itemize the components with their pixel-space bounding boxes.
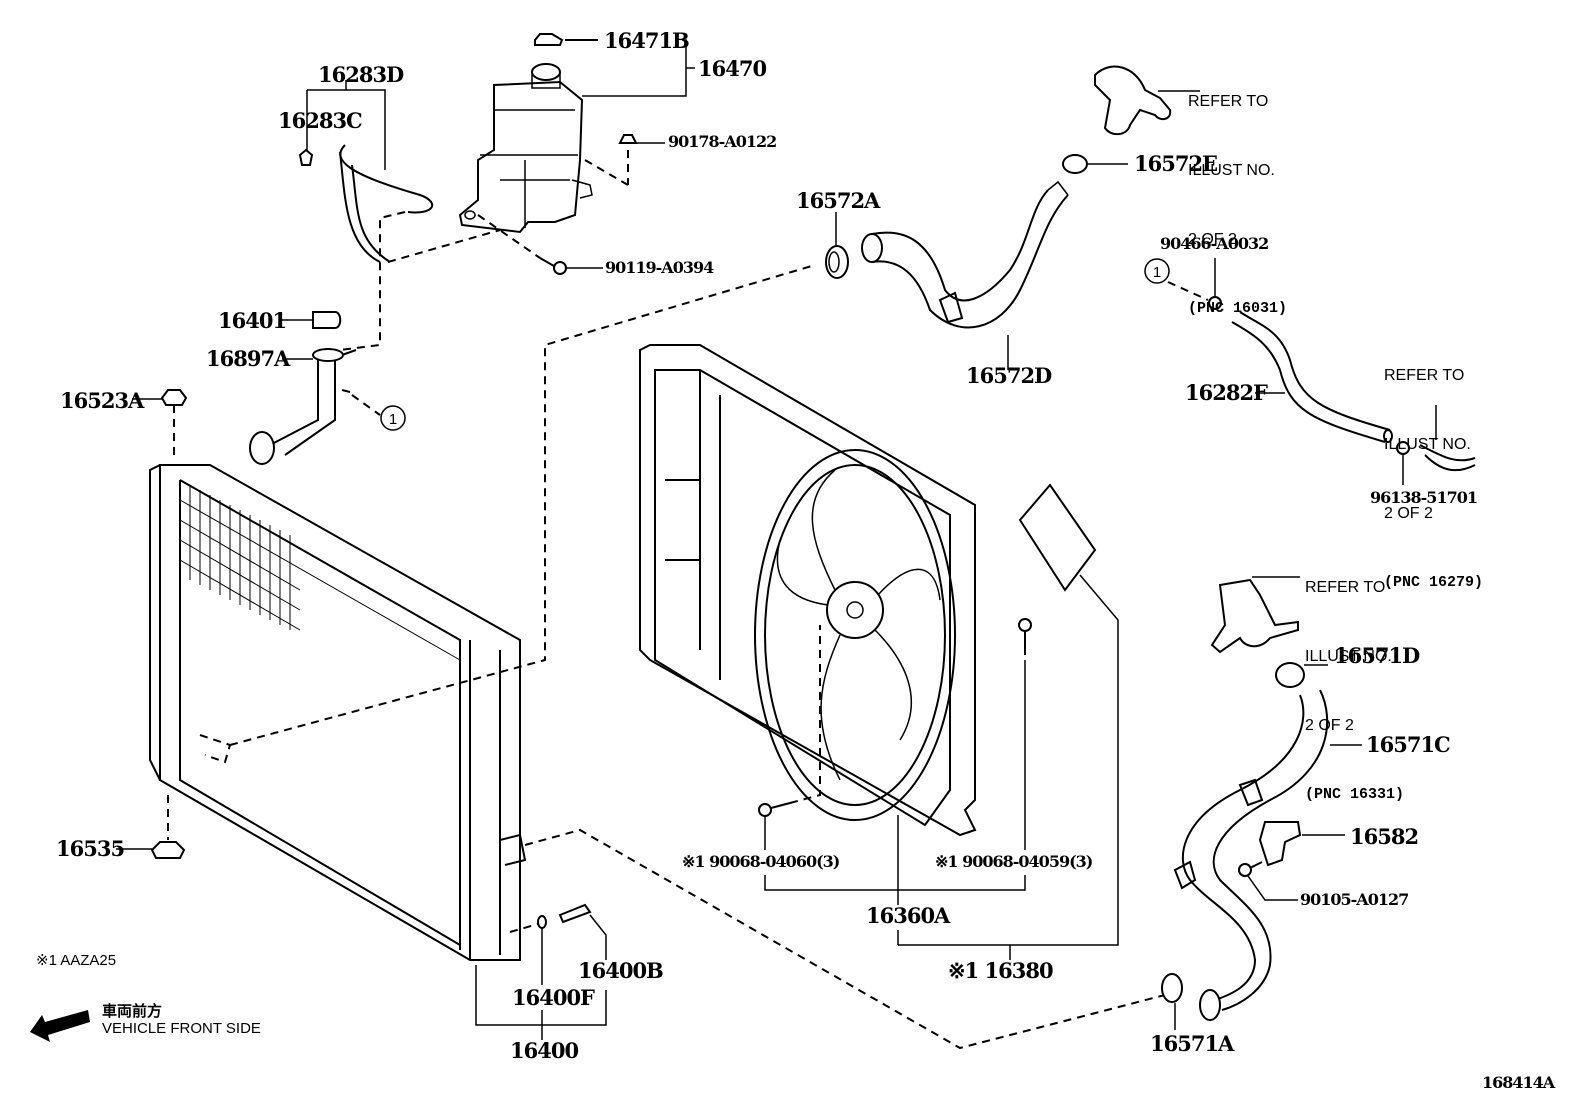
reservoir-tank[interactable] — [458, 63, 593, 234]
radiator-cap[interactable] — [280, 311, 342, 329]
fan-motor-pad[interactable] — [898, 483, 1119, 946]
svg-text:1: 1 — [1153, 264, 1161, 281]
ref-line1: REFER TO — [1305, 579, 1386, 596]
label-16471B[interactable]: 16471B — [604, 28, 690, 53]
callout-marker-1: 1 — [380, 405, 406, 431]
water-inlet[interactable] — [1210, 576, 1300, 654]
clamp-16571D[interactable] — [1275, 662, 1328, 688]
label-16582[interactable]: 16582 — [1350, 824, 1419, 849]
clip-96138[interactable] — [1396, 405, 1476, 485]
clip-16283C[interactable] — [298, 148, 314, 166]
ref-line1: REFER TO — [1188, 93, 1269, 110]
hose-16283D[interactable] — [306, 80, 501, 351]
label-16571A[interactable]: 16571A — [1150, 1031, 1234, 1056]
label-90068-04059[interactable]: ※1 90068-04059(3) — [935, 852, 1093, 871]
clamp-16572A[interactable] — [825, 212, 849, 279]
filler-neck[interactable] — [249, 348, 381, 465]
label-16401[interactable]: 16401 — [218, 308, 287, 333]
label-16360A[interactable]: 16360A — [866, 903, 950, 928]
ref-line3: 2 OF 2 — [1305, 717, 1354, 734]
clamp-16572E[interactable] — [1062, 154, 1128, 174]
ref-pnc: (PNC 16031) — [1188, 300, 1288, 317]
leader-16470 — [582, 39, 695, 97]
label-16283D[interactable]: 16283D — [318, 62, 404, 87]
bracket-16582[interactable] — [1258, 821, 1345, 867]
bypass-hose[interactable] — [1231, 311, 1393, 443]
ref-line3: 2 OF 2 — [1188, 231, 1237, 248]
label-16283C[interactable]: 16283C — [278, 108, 363, 133]
ref-line1: REFER TO — [1384, 367, 1465, 384]
label-16572D[interactable]: 16572D — [966, 363, 1052, 388]
clamp-90466[interactable] — [1167, 258, 1222, 310]
label-16897A[interactable]: 16897A — [206, 346, 290, 371]
callout-marker-1b: 1 — [1144, 258, 1170, 284]
ref-note-16031[interactable]: REFER TO ILLUST NO. 2 OF 2 (PNC 16031) — [1188, 44, 1287, 343]
label-90178-A0122[interactable]: 90178-A0122 — [668, 132, 777, 151]
label-90105-A0127[interactable]: 90105-A0127 — [1300, 890, 1409, 909]
label-90466-A0032[interactable]: 90466-A0032 — [1160, 234, 1269, 253]
label-16523A[interactable]: 16523A — [60, 388, 144, 413]
bolt-90105[interactable] — [1238, 861, 1298, 901]
direction-label-en: VEHICLE FRONT SIDE — [102, 1020, 261, 1037]
label-16571D[interactable]: 16571D — [1334, 643, 1420, 668]
label-16535[interactable]: 16535 — [56, 836, 125, 861]
nut-90178[interactable] — [584, 134, 665, 186]
cushion-lower[interactable] — [116, 795, 186, 859]
lower-hose[interactable] — [1173, 689, 1362, 1021]
label-16470[interactable]: 16470 — [698, 56, 767, 81]
radiator[interactable] — [149, 264, 1166, 1050]
clamp-16571A[interactable] — [1161, 973, 1183, 1030]
ref-line2: ILLUST NO. — [1384, 436, 1471, 453]
ref-pnc: (PNC 16331) — [1305, 786, 1405, 803]
illustration-id: 168414A — [1482, 1073, 1555, 1092]
ref-pnc: (PNC 16279) — [1384, 574, 1484, 591]
bolts-90068[interactable] — [758, 618, 1032, 960]
label-16380[interactable]: ※1 16380 — [948, 958, 1054, 983]
label-96138-51701[interactable]: 96138-51701 — [1370, 488, 1478, 507]
label-90119-A0394[interactable]: 90119-A0394 — [605, 258, 714, 277]
arrow-left-icon — [30, 1010, 90, 1042]
water-outlet[interactable] — [1094, 65, 1200, 136]
label-16572A[interactable]: 16572A — [796, 188, 880, 213]
upper-hose[interactable] — [861, 180, 1069, 370]
svg-text:1: 1 — [389, 411, 397, 428]
label-16400B[interactable]: 16400B — [578, 958, 664, 983]
ref-note-16331[interactable]: REFER TO ILLUST NO. 2 OF 2 (PNC 16331) — [1305, 530, 1404, 829]
drain-plug[interactable] — [475, 903, 607, 1040]
label-16282F[interactable]: 16282F — [1185, 380, 1268, 405]
bolt-90119[interactable] — [477, 214, 603, 275]
ref-note-16279[interactable]: REFER TO ILLUST NO. 2 OF 2 (PNC 16279) — [1384, 318, 1483, 617]
ref-line3: 2 OF 2 — [1384, 505, 1433, 522]
label-16572E[interactable]: 16572E — [1134, 151, 1218, 176]
direction-label-jp: 車両前方 — [102, 1002, 163, 1020]
label-16400F[interactable]: 16400F — [512, 985, 595, 1010]
ref-line2: ILLUST NO. — [1305, 648, 1392, 665]
cushion-upper[interactable] — [132, 389, 188, 458]
label-90068-04060[interactable]: ※1 90068-04060(3) — [682, 852, 840, 871]
reservoir-cap[interactable] — [534, 33, 598, 46]
ref-line2: ILLUST NO. — [1188, 162, 1275, 179]
fan-shroud[interactable] — [639, 344, 977, 837]
label-16400[interactable]: 16400 — [510, 1038, 579, 1063]
label-16571C[interactable]: 16571C — [1366, 732, 1451, 757]
footnote: ※1 AAZA25 — [36, 952, 117, 969]
